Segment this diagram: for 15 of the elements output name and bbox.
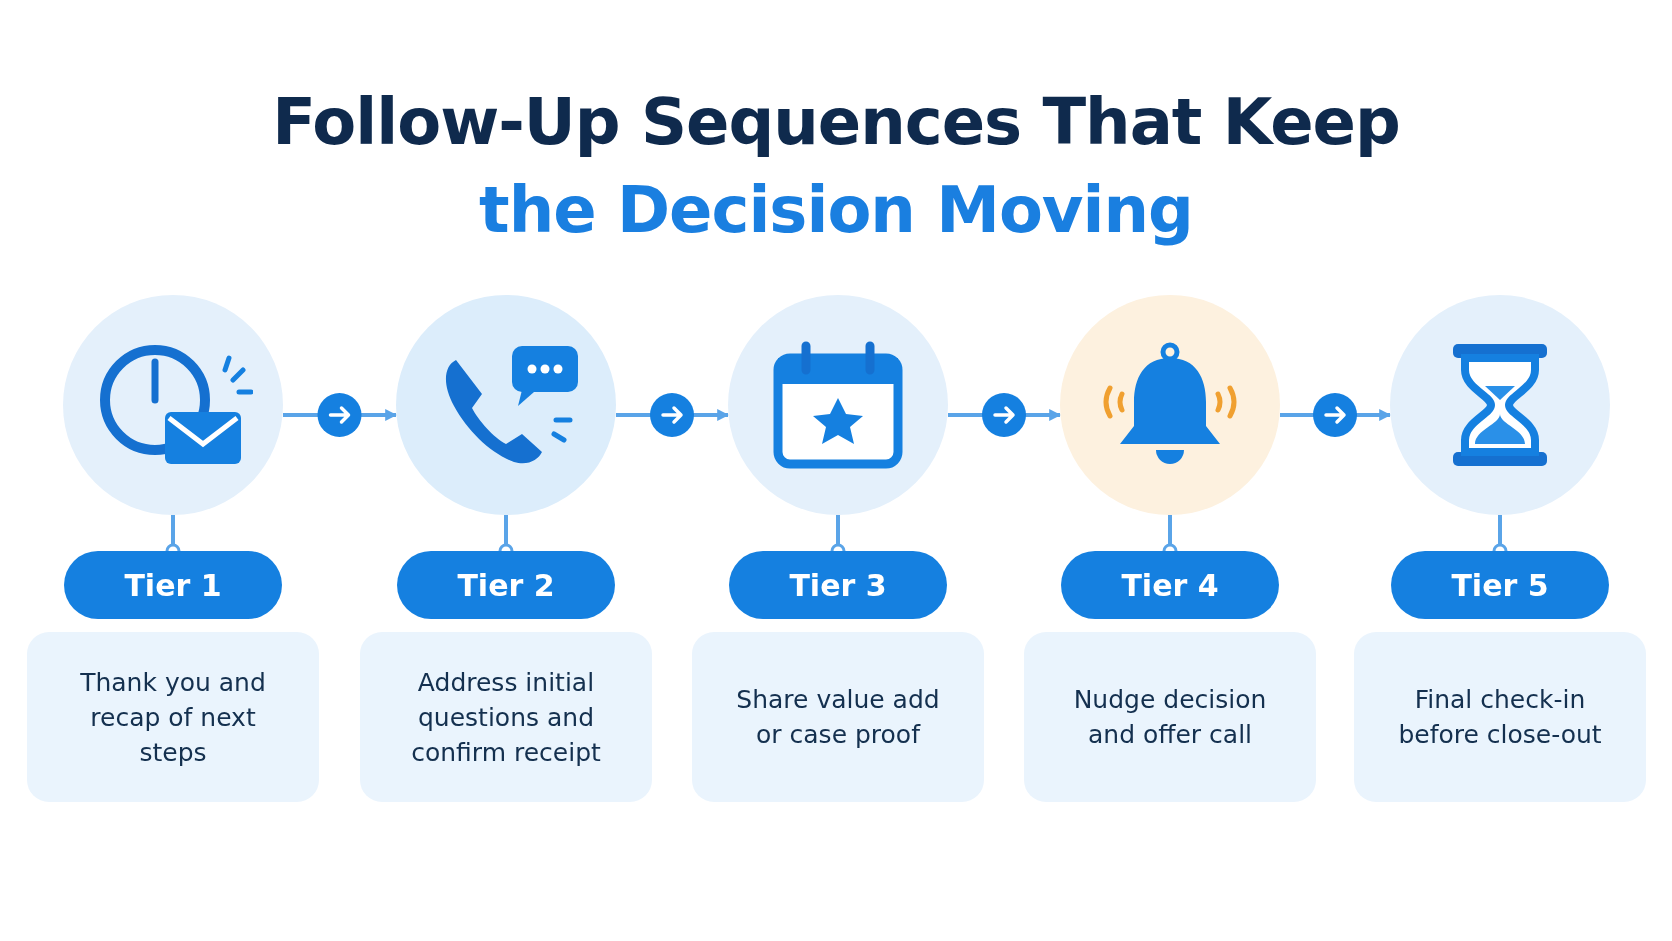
tier-label: Tier 5 bbox=[1391, 551, 1609, 619]
arrow bbox=[616, 393, 728, 437]
tier-label: Tier 2 bbox=[397, 551, 615, 619]
tier-label: Tier 3 bbox=[729, 551, 947, 619]
arrow bbox=[1280, 393, 1390, 437]
description-card: Thank you and recap of next steps bbox=[27, 632, 319, 802]
description-card: Final check-in before close-out bbox=[1354, 632, 1646, 802]
tier-label: Tier 4 bbox=[1061, 551, 1279, 619]
description-card: Share value add or case proof bbox=[692, 632, 984, 802]
tier-label: Tier 1 bbox=[64, 551, 282, 619]
description-card: Nudge decision and offer call bbox=[1024, 632, 1316, 802]
description-card: Address initial questions and confirm receipt bbox=[360, 632, 652, 802]
arrow bbox=[283, 393, 396, 437]
title: Follow-Up Sequences That Keep the Decision Moving bbox=[271, 84, 1401, 249]
arrow bbox=[948, 393, 1060, 437]
